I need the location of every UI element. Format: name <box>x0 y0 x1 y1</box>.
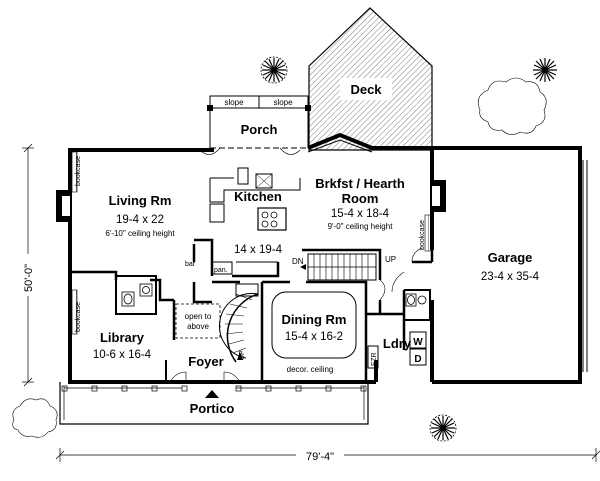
bookcase-library <box>70 289 78 335</box>
freezer-label: FZR <box>371 352 378 366</box>
kitchen-label: Kitchen <box>234 189 282 204</box>
library-label: Library <box>100 330 145 345</box>
bar-label: bar <box>185 261 196 268</box>
deck <box>308 7 433 151</box>
living-room-label: Living Rm <box>109 193 172 208</box>
washer-label: W <box>413 337 423 348</box>
decor-ceiling-outline <box>271 291 357 359</box>
foyer-open-note-line2: above <box>187 322 209 331</box>
stair-right <box>300 253 377 281</box>
garage-label: Garage <box>488 250 533 265</box>
entry-arrow-icon <box>205 390 219 398</box>
portico-label: Portico <box>190 401 235 416</box>
width-label-bg <box>296 449 344 463</box>
shrub-top-right-icon <box>477 77 547 135</box>
garage-size: 23-4 x 35-4 <box>481 271 540 283</box>
stair-dn-label: DN <box>292 257 304 266</box>
tree-bottom-right-icon <box>429 414 457 442</box>
bookcase-label-bottom: bookcase <box>75 302 82 332</box>
stair-up-foyer-label: UP <box>239 350 246 360</box>
laundry-half-bath-fixtures <box>405 293 427 307</box>
tree-top-right-icon <box>533 58 557 82</box>
stair-up-right-label: UP <box>385 255 396 264</box>
dimension-depth-label: 50'-0" <box>23 264 35 292</box>
dimension-width-label: 79'-4" <box>306 451 334 463</box>
brkfst-label-line1: Brkfst / Hearth <box>315 176 405 191</box>
kitchen-island <box>257 207 287 231</box>
interior-walls <box>70 238 434 382</box>
pantry-label: pan. <box>214 267 228 274</box>
dining-decor-ceiling-note: decor. ceiling <box>287 365 334 374</box>
garage-walls <box>430 146 588 384</box>
slope-label-left: slope <box>224 98 244 107</box>
brkfst-ceiling-note: 9'-0" ceiling height <box>328 222 394 231</box>
dryer-label: D <box>414 354 421 365</box>
kitchen-counters <box>209 167 301 223</box>
washer <box>409 331 427 349</box>
shrub-bottom-left-icon <box>12 398 58 438</box>
fireplace-hearth-icon <box>432 180 446 212</box>
library-size: 10-6 x 16-4 <box>93 349 152 361</box>
brkfst-size: 15-4 x 18-4 <box>331 208 390 220</box>
kitchen-size: 14 x 19-4 <box>234 244 283 256</box>
fireplace-living-icon <box>56 190 70 222</box>
dining-room-size: 15-4 x 16-2 <box>285 331 343 343</box>
tree-top-left-icon <box>260 56 288 84</box>
dryer <box>409 348 427 366</box>
door-swings <box>169 147 423 383</box>
deck-label: Deck <box>350 82 382 97</box>
bookcase-brkfst <box>424 214 432 252</box>
foyer-open-note-line1: open to <box>185 312 212 321</box>
foyer-label: Foyer <box>188 354 223 369</box>
porch-label: Porch <box>241 122 278 137</box>
slope-label-right: slope <box>273 98 293 107</box>
freezer <box>367 345 379 369</box>
depth-label-bg <box>21 254 35 296</box>
laundry-label: Ldry <box>383 336 412 351</box>
dining-room-label: Dining Rm <box>282 312 347 327</box>
living-room-ceiling-note: 6'-10" ceiling height <box>105 229 175 238</box>
brkfst-label-line2: Room <box>342 191 379 206</box>
bookcase-label-right: bookcase <box>419 220 426 250</box>
bookcase-living <box>70 151 78 193</box>
living-room-size: 19-4 x 22 <box>116 214 164 226</box>
bay-window <box>307 139 373 153</box>
porch <box>207 95 311 149</box>
portico <box>59 382 369 425</box>
bookcase-label-top: bookcase <box>75 156 82 186</box>
open-to-above-outline <box>175 303 221 339</box>
powder-room-fixtures <box>121 283 153 307</box>
